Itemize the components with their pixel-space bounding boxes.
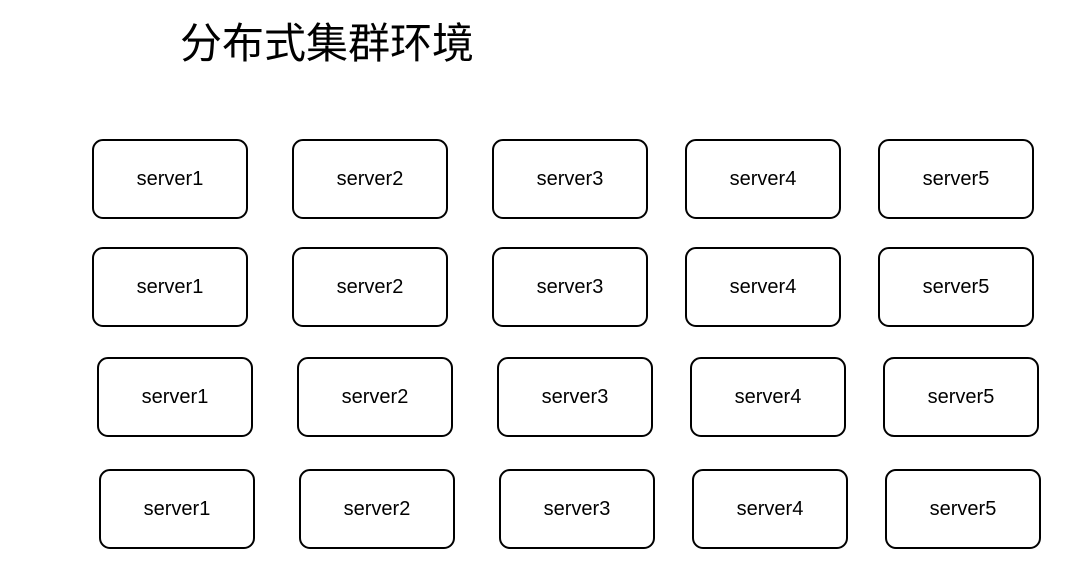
server-box[interactable]: server4 xyxy=(690,357,846,437)
server-box[interactable]: server5 xyxy=(878,139,1034,219)
server-box[interactable]: server3 xyxy=(492,139,648,219)
server-label: server1 xyxy=(143,498,211,520)
server-box[interactable]: server4 xyxy=(685,139,841,219)
server-box[interactable]: server3 xyxy=(499,469,655,549)
server-box[interactable]: server4 xyxy=(692,469,848,549)
server-label: server5 xyxy=(922,276,990,298)
server-box[interactable]: server1 xyxy=(92,247,248,327)
server-label: server5 xyxy=(927,386,995,408)
server-label: server3 xyxy=(536,276,604,298)
server-label: server4 xyxy=(729,168,797,190)
server-label: server2 xyxy=(341,386,409,408)
server-box[interactable]: server3 xyxy=(492,247,648,327)
server-label: server4 xyxy=(729,276,797,298)
server-box[interactable]: server1 xyxy=(92,139,248,219)
server-label: server1 xyxy=(141,386,209,408)
server-box[interactable]: server2 xyxy=(292,247,448,327)
server-box[interactable]: server5 xyxy=(878,247,1034,327)
server-label: server2 xyxy=(343,498,411,520)
server-label: server1 xyxy=(136,276,204,298)
server-box[interactable]: server3 xyxy=(497,357,653,437)
server-label: server2 xyxy=(336,168,404,190)
server-label: server2 xyxy=(336,276,404,298)
server-label: server1 xyxy=(136,168,204,190)
server-box[interactable]: server2 xyxy=(292,139,448,219)
server-label: server4 xyxy=(736,498,804,520)
server-label: server4 xyxy=(734,386,802,408)
server-box[interactable]: server1 xyxy=(99,469,255,549)
server-label: server5 xyxy=(929,498,997,520)
server-box[interactable]: server5 xyxy=(883,357,1039,437)
server-box[interactable]: server2 xyxy=(297,357,453,437)
server-label: server3 xyxy=(536,168,604,190)
server-box[interactable]: server2 xyxy=(299,469,455,549)
server-box[interactable]: server5 xyxy=(885,469,1041,549)
server-box[interactable]: server1 xyxy=(97,357,253,437)
server-label: server3 xyxy=(541,386,609,408)
server-label: server5 xyxy=(922,168,990,190)
server-label: server3 xyxy=(543,498,611,520)
diagram-title: 分布式集群环境 xyxy=(180,19,475,68)
server-box[interactable]: server4 xyxy=(685,247,841,327)
